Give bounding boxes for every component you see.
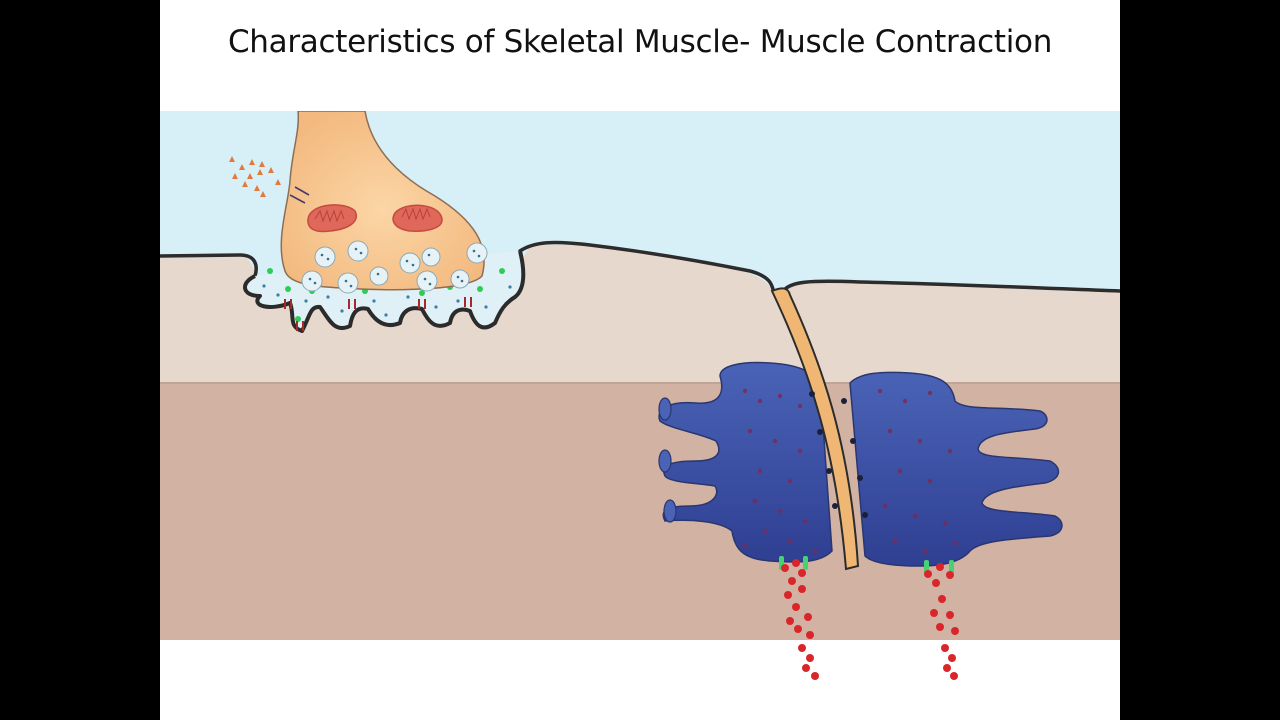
axon-terminal <box>280 111 485 291</box>
voltage-sensors <box>809 391 868 518</box>
incoming-ions <box>229 156 281 197</box>
ion-channel <box>289 186 310 204</box>
right-letterbox <box>1120 0 1280 720</box>
slide: Characteristics of Skeletal Muscle- Musc… <box>160 0 1120 720</box>
sarcolemma-membrane <box>160 240 1120 295</box>
released-calcium-below <box>798 644 958 680</box>
stored-calcium <box>742 388 958 554</box>
sarcoplasmic-reticulum-left <box>658 361 833 563</box>
released-calcium-ions <box>781 559 959 639</box>
sarcolemma <box>160 244 1120 383</box>
slide-title: Characteristics of Skeletal Muscle- Musc… <box>227 24 1053 60</box>
sarcoplasmic-reticulum-right <box>849 371 1063 567</box>
synaptic-vesicles <box>301 240 488 294</box>
mitochondria <box>307 204 443 233</box>
muscle-contraction-illustration <box>160 111 1120 640</box>
left-letterbox <box>0 0 160 720</box>
